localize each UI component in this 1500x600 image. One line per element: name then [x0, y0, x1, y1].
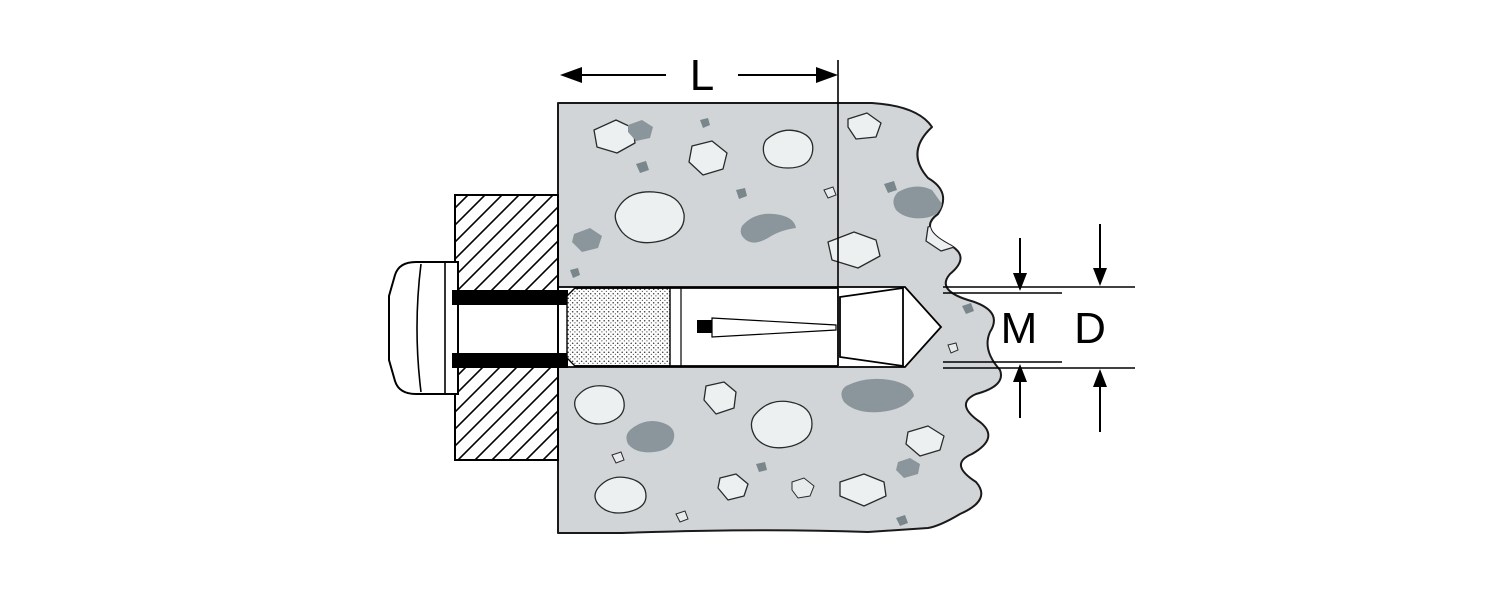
dimension-drill: D	[943, 224, 1135, 432]
stone	[896, 458, 920, 478]
expansion-cone	[839, 286, 904, 368]
speck	[736, 188, 747, 199]
anchor-stud-stipple	[566, 287, 671, 367]
stone	[791, 477, 815, 499]
anchor-sleeve	[566, 286, 904, 368]
speck	[756, 462, 767, 472]
length-label: L	[690, 51, 714, 100]
bolt-shank-top	[452, 290, 568, 305]
stone	[905, 425, 945, 457]
left-arrowhead-icon	[560, 67, 582, 83]
stone	[750, 400, 813, 449]
dimension-length: L	[560, 51, 839, 287]
speck	[962, 303, 974, 314]
bolt-shank-bottom	[452, 353, 568, 368]
speck	[636, 161, 649, 173]
down-arrowhead-icon	[1013, 273, 1027, 291]
stone	[703, 381, 737, 415]
dimension-thread: M	[943, 238, 1062, 418]
stone	[931, 149, 967, 181]
speck	[700, 118, 710, 128]
speck	[611, 451, 625, 464]
speck	[570, 268, 580, 278]
speck	[675, 510, 689, 523]
stone	[574, 385, 625, 425]
stone	[841, 378, 914, 413]
stone	[593, 119, 636, 154]
stone	[740, 213, 796, 243]
slot-end-block	[697, 320, 712, 333]
down-arrowhead-icon	[1093, 268, 1107, 286]
stone	[594, 476, 647, 514]
bolt-head-outline	[388, 261, 459, 395]
stone	[688, 140, 728, 176]
thread-label: M	[1001, 304, 1038, 353]
up-arrowhead-icon	[1013, 364, 1027, 382]
speck	[947, 342, 959, 354]
hex-bolt-head	[388, 261, 459, 395]
expansion-slot	[711, 317, 837, 338]
up-arrowhead-icon	[1093, 369, 1107, 387]
stone	[628, 120, 653, 141]
bolt-head-facet-line	[416, 263, 422, 393]
stone	[762, 129, 814, 169]
right-arrowhead-icon	[816, 67, 838, 83]
fixture-plate	[454, 194, 559, 461]
stone	[847, 112, 882, 140]
stone	[717, 473, 749, 501]
speck	[896, 515, 908, 526]
stone	[893, 186, 942, 219]
stone	[572, 228, 602, 252]
stone	[626, 421, 675, 453]
stone	[614, 191, 685, 244]
stone	[839, 473, 887, 507]
speck	[884, 181, 897, 193]
speck	[823, 186, 837, 199]
drill-label: D	[1074, 304, 1106, 353]
stone	[827, 231, 881, 269]
